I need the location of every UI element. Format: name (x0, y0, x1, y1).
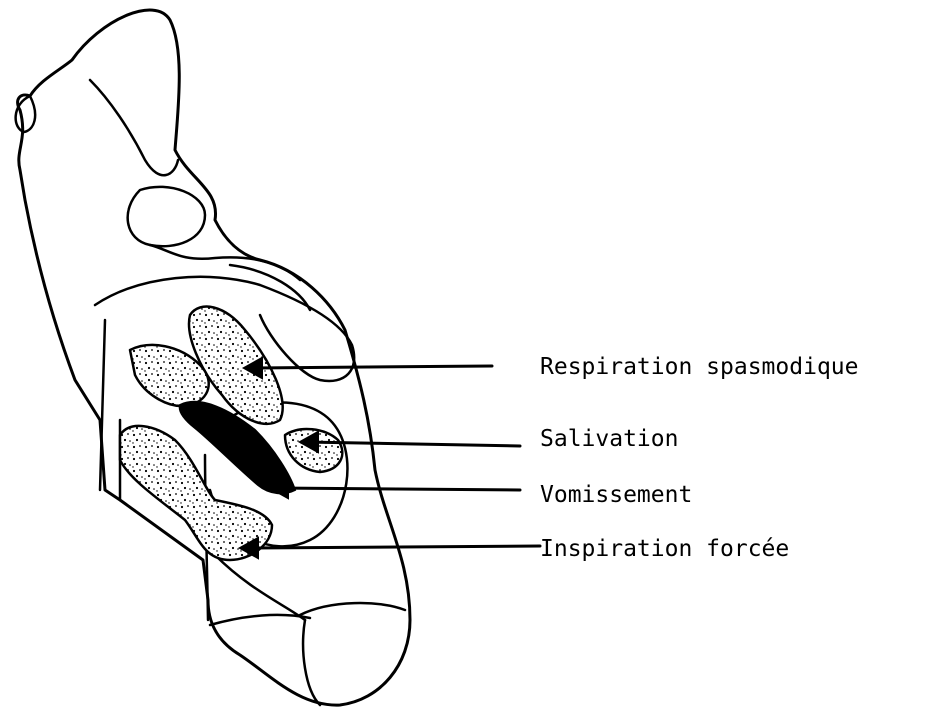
medulla-line (215, 555, 305, 620)
respiration-leader (248, 366, 492, 368)
pons-upper-contour (150, 245, 300, 280)
cerebellar-lobe (230, 265, 310, 310)
vomissement-leader (275, 488, 520, 490)
medulla-line-4 (300, 603, 405, 615)
salivation-label: Salivation (540, 426, 678, 452)
respiration-label: Respiration spasmodique (540, 354, 859, 380)
inspiration-label: Inspiration forcée (540, 536, 789, 562)
vomissement-label: Vomissement (540, 482, 692, 508)
inspiration-leader (245, 546, 540, 548)
colliculus (128, 187, 205, 246)
peduncle-curve (90, 80, 178, 175)
medulla-line-2 (210, 615, 310, 625)
medulla-line-3 (303, 620, 320, 705)
